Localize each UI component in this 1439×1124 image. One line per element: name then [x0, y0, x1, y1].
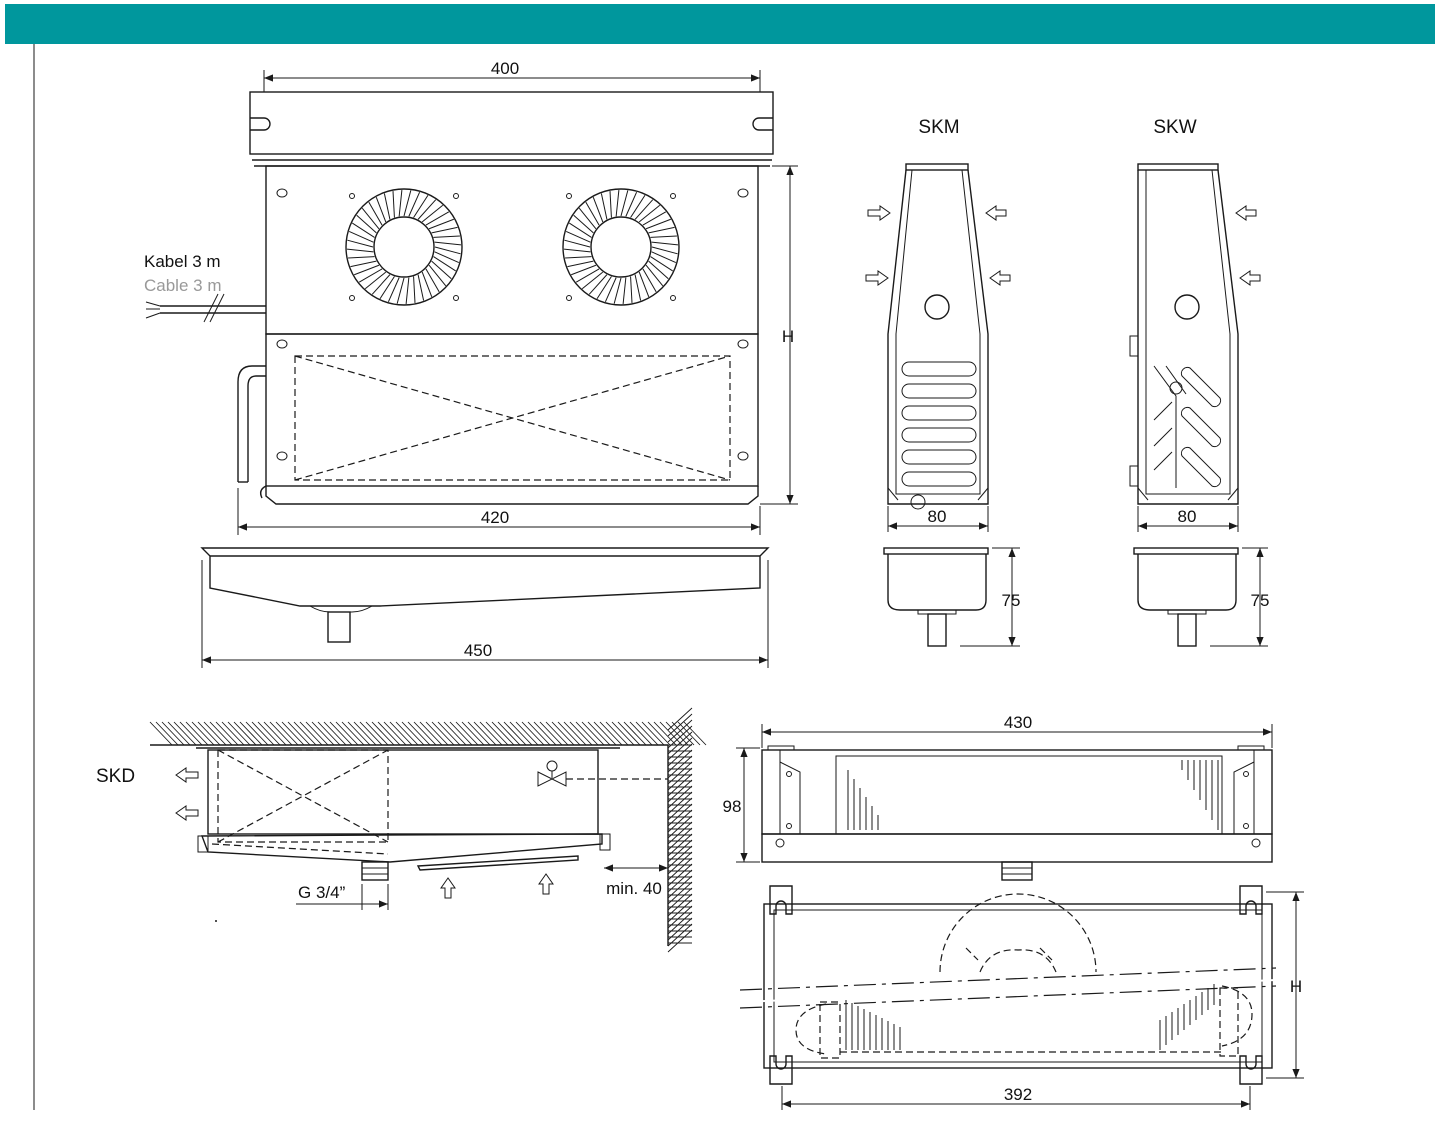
skm-label: SKM [918, 117, 959, 138]
skm-view: SKM 80 75 [865, 117, 1021, 647]
dim-420-label: 420 [481, 508, 509, 527]
ceiling-hatch [149, 707, 707, 953]
dim-98-label: 98 [723, 797, 742, 816]
plan-view-bottom: H 392 [739, 885, 1304, 1110]
skw-dim-80-label: 80 [1178, 507, 1197, 526]
skw-view: SKW 80 75 [1129, 117, 1270, 647]
skw-dim-75-label: 75 [1251, 591, 1270, 610]
header-bar [5, 4, 1435, 44]
mounting-rail [249, 91, 774, 155]
dim-400-label: 400 [491, 59, 519, 78]
fan-panel [265, 165, 759, 335]
fan-left [345, 188, 463, 306]
g34-label: G 3/4” [298, 883, 346, 902]
coil-panel [265, 333, 759, 487]
skw-label: SKW [1153, 117, 1196, 138]
drip-tray: 450 [200, 547, 770, 668]
dim-H-bottom-label: H [1290, 977, 1302, 996]
dim-450-label: 450 [464, 641, 492, 660]
dim-H-top-label: H [782, 327, 794, 346]
skd-view: SKD min. 40 G 3/4 [96, 707, 707, 953]
cable-label-en: Cable 3 m [144, 276, 221, 295]
skm-dim-80-label: 80 [928, 507, 947, 526]
dim-430-label: 430 [1004, 713, 1032, 732]
fan-right [562, 188, 680, 306]
front-view: 400 H 420 Kabel 3 m Cable 3 m [144, 59, 798, 535]
dim-392-label: 392 [1004, 1085, 1032, 1104]
skd-label: SKD [96, 766, 135, 787]
cable-label-de: Kabel 3 m [144, 252, 221, 271]
plan-view-top: 430 98 [723, 713, 1273, 881]
min-40-label: min. 40 [606, 879, 662, 898]
skm-dim-75-label: 75 [1002, 591, 1021, 610]
